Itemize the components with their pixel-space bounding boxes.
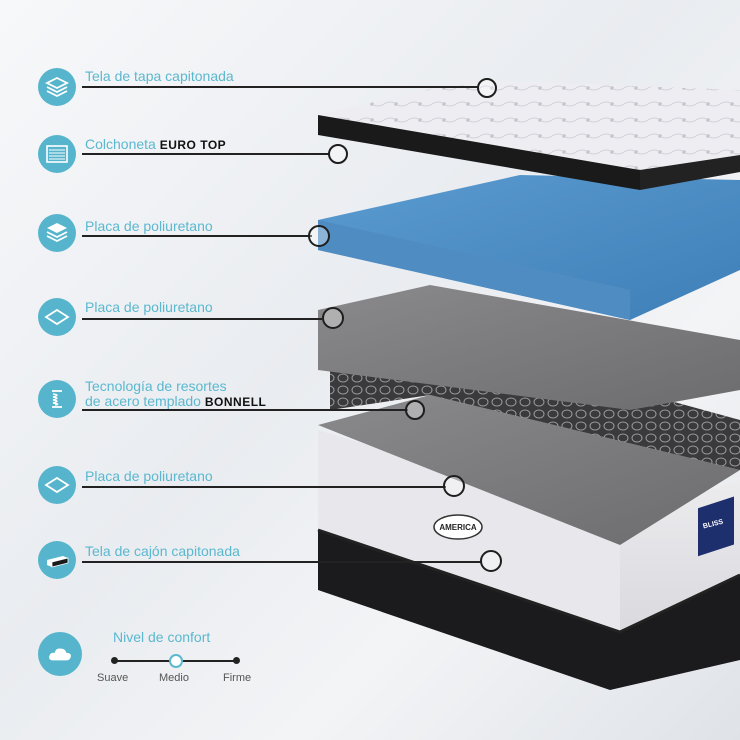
comfort-option-firme: Firme	[223, 672, 252, 684]
foam-blue-shape	[318, 175, 740, 320]
brand-logo	[433, 514, 483, 540]
layer-marker	[443, 475, 465, 497]
spring-icon	[38, 380, 76, 418]
leader-line	[82, 86, 478, 88]
layer-marker	[480, 550, 502, 572]
box-base-icon	[38, 541, 76, 579]
layer-label: Colchoneta EURO TOP	[85, 136, 227, 152]
foam-gray-shape	[318, 285, 740, 410]
layer-label-line1: Tecnología de resortes	[85, 378, 227, 394]
cloud-icon	[38, 632, 82, 676]
layer-label: de acero templado BONNELL	[85, 393, 267, 409]
leader-line	[82, 235, 312, 237]
layer-marker	[328, 144, 348, 164]
layer-marker	[405, 400, 425, 420]
layer-label: Placa de poliuretano	[85, 468, 213, 484]
layer-label: Tela de tapa capitonada	[85, 68, 234, 84]
leader-line	[82, 153, 330, 155]
quilted-top-shape	[318, 80, 740, 170]
comfort-title: Nivel de confort	[113, 629, 211, 645]
comfort-selected-marker	[169, 654, 183, 668]
layer-label: Tela de cajón capitonada	[85, 543, 240, 559]
brand-logo-text: AMERICA	[439, 523, 477, 532]
comfort-option-medio: Medio	[159, 672, 189, 684]
stacked-layers-icon	[38, 214, 76, 252]
comfort-dot-firme	[233, 657, 240, 664]
leader-line	[82, 561, 482, 563]
leader-line	[82, 318, 322, 320]
foam-sheet-icon	[38, 298, 76, 336]
layer-marker	[477, 78, 497, 98]
layer-marker	[308, 225, 330, 247]
foam-bottom-shape	[318, 395, 740, 545]
quilted-layers-icon	[38, 68, 76, 106]
leader-line	[82, 486, 446, 488]
foam-sheet-icon	[38, 466, 76, 504]
brand-name: BONNELL	[204, 395, 267, 409]
euro-top-icon	[38, 135, 76, 173]
leader-line	[82, 409, 408, 411]
layer-label: Placa de poliuretano	[85, 299, 213, 315]
product-tag	[698, 496, 734, 557]
layer-marker	[322, 307, 344, 329]
comfort-dot-suave	[111, 657, 118, 664]
brand-name: EURO TOP	[159, 138, 227, 152]
comfort-option-suave: Suave	[97, 672, 129, 684]
layer-label: Placa de poliuretano	[85, 218, 213, 234]
